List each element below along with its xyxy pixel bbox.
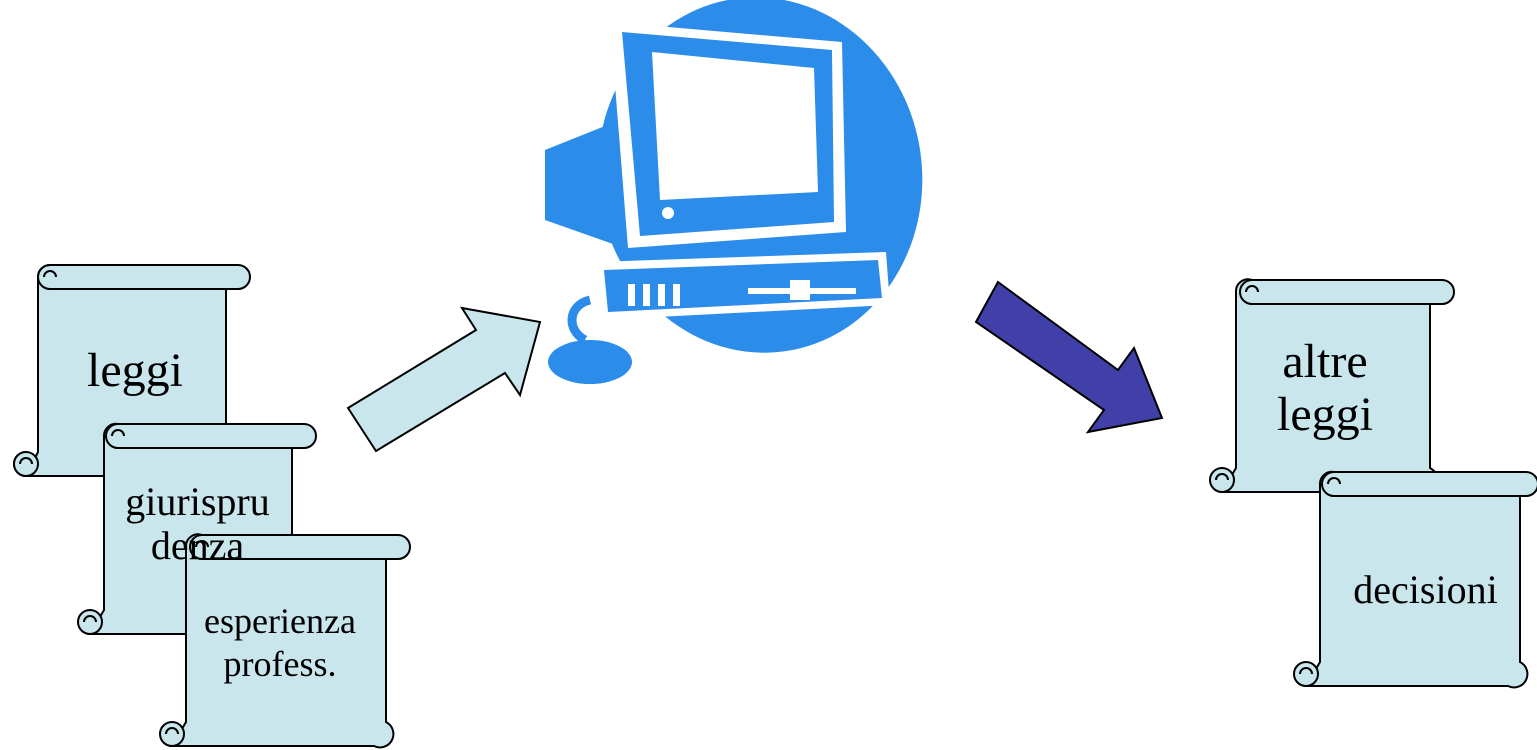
arrow-up-right-icon: [348, 308, 540, 451]
esperienza-line2: profess.: [180, 643, 380, 686]
altre-leggi-line2: leggi: [1230, 389, 1420, 442]
scroll-label-altre-leggi: altre leggi: [1230, 336, 1420, 442]
giurisprudenza-line1: giurispru: [100, 480, 295, 524]
computer-icon: [545, 0, 945, 384]
scroll-label-leggi: leggi: [40, 345, 230, 398]
altre-leggi-line1: altre: [1230, 336, 1420, 389]
scroll-label-decisioni: decisioni: [1318, 568, 1533, 612]
scroll-label-giurisprudenza: giurispru denza: [100, 480, 295, 568]
giurisprudenza-line2: denza: [100, 524, 295, 568]
esperienza-line1: esperienza: [180, 600, 380, 643]
scroll-label-esperienza: esperienza profess.: [180, 600, 380, 686]
arrow-down-right-icon: [976, 282, 1162, 432]
